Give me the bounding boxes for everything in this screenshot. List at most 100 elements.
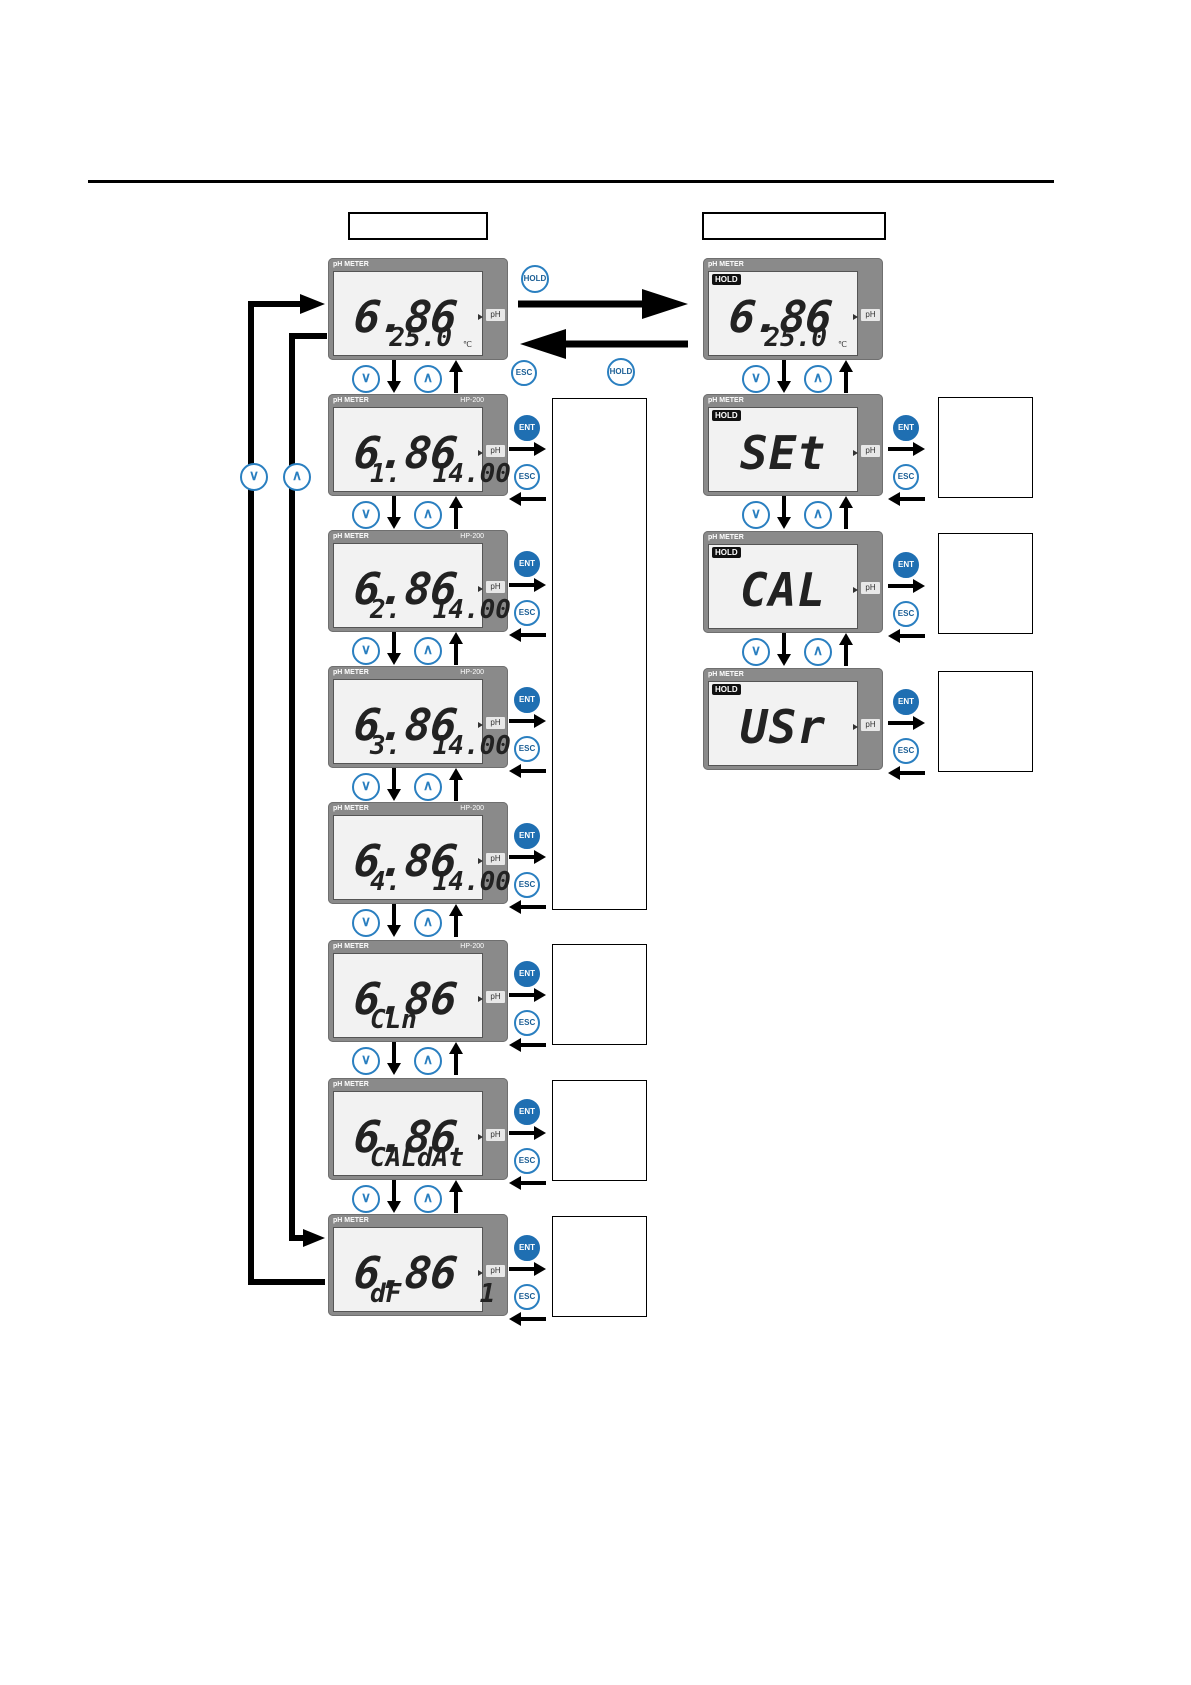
right-down-button-2[interactable]: ∨ xyxy=(742,638,770,666)
left-down-button-4[interactable]: ∨ xyxy=(352,909,380,937)
unit-pointer xyxy=(478,722,483,728)
panel-title: pH METER xyxy=(333,397,369,404)
left-esc-button-1[interactable]: ESC xyxy=(514,464,540,490)
left-down-arrow-0-head xyxy=(387,381,401,393)
left-esc-button-4[interactable]: ESC xyxy=(514,872,540,898)
left-down-arrow-2-head xyxy=(387,653,401,665)
loop-inner-line xyxy=(289,333,327,1241)
left-up-button-6[interactable]: ∧ xyxy=(414,1185,442,1213)
right-down-arrow-0-head xyxy=(777,381,791,393)
esc-exit-hold-button[interactable]: ESC xyxy=(511,360,537,386)
left-up-arrow-5-head xyxy=(449,1042,463,1054)
left-enter-arrow-4-head xyxy=(534,850,546,864)
left-down-button-1[interactable]: ∨ xyxy=(352,501,380,529)
left-up-button-1[interactable]: ∧ xyxy=(414,501,442,529)
right-return-arrow-3-head xyxy=(888,766,900,780)
right-up-button-0[interactable]: ∧ xyxy=(804,365,832,393)
unit-pointer xyxy=(853,587,858,593)
loop-down-button[interactable]: ∨ xyxy=(240,463,268,491)
unit-pointer xyxy=(478,996,483,1002)
lcd-sub-value: CLn xyxy=(370,1005,417,1035)
left-ent-button-3[interactable]: ENT xyxy=(514,687,540,713)
lcd-word: SEt xyxy=(739,426,827,480)
loop-up-button[interactable]: ∧ xyxy=(283,463,311,491)
right-up-arrow-1-head xyxy=(839,496,853,508)
left-down-button-6[interactable]: ∨ xyxy=(352,1185,380,1213)
right-up-arrow-2-head xyxy=(839,633,853,645)
right-down-button-1[interactable]: ∨ xyxy=(742,501,770,529)
hold-enter-button[interactable]: HOLD xyxy=(521,265,549,293)
right-ent-button-2[interactable]: ENT xyxy=(893,552,919,578)
left-up-button-5[interactable]: ∧ xyxy=(414,1047,442,1075)
left-up-button-0[interactable]: ∧ xyxy=(414,365,442,393)
left-return-arrow-2-head xyxy=(509,628,521,642)
right-ent-button-1[interactable]: ENT xyxy=(893,415,919,441)
left-esc-button-6[interactable]: ESC xyxy=(514,1148,540,1174)
left-ent-button-6[interactable]: ENT xyxy=(514,1099,540,1125)
left-esc-button-3[interactable]: ESC xyxy=(514,736,540,762)
right-enter-arrow-3-head xyxy=(913,716,925,730)
lcd-sub-value: 25.0 xyxy=(764,323,827,353)
right-ent-button-3[interactable]: ENT xyxy=(893,689,919,715)
hold-badge: HOLD xyxy=(712,684,741,695)
left-down-button-0[interactable]: ∨ xyxy=(352,365,380,393)
panel-title: pH METER xyxy=(708,534,744,541)
right-esc-button-3[interactable]: ESC xyxy=(893,738,919,764)
right-enter-arrow-2-head xyxy=(913,579,925,593)
left-down-button-3[interactable]: ∨ xyxy=(352,773,380,801)
hold-mode-label-box xyxy=(702,212,886,240)
left-down-button-5[interactable]: ∨ xyxy=(352,1047,380,1075)
left-ent-button-7[interactable]: ENT xyxy=(514,1235,540,1261)
left-esc-button-2[interactable]: ESC xyxy=(514,600,540,626)
left-ent-button-5[interactable]: ENT xyxy=(514,961,540,987)
panel-model: HP-200 xyxy=(460,533,484,540)
panel-title: pH METER xyxy=(333,261,369,268)
left-up-arrow-4-head xyxy=(449,904,463,916)
left-down-button-2[interactable]: ∨ xyxy=(352,637,380,665)
unit-label: pH xyxy=(861,719,880,731)
hold-badge: HOLD xyxy=(712,410,741,421)
lcd-sub-value: 3. 14.00 xyxy=(370,731,511,761)
left-return-arrow-3-head xyxy=(509,764,521,778)
hold-exit-button[interactable]: HOLD xyxy=(607,358,635,386)
left-down-arrow-3-head xyxy=(387,789,401,801)
left-down-arrow-6-head xyxy=(387,1201,401,1213)
left-return-arrow-5-head xyxy=(509,1038,521,1052)
left-up-button-2[interactable]: ∧ xyxy=(414,637,442,665)
temp-unit: ℃ xyxy=(838,340,847,349)
note-box-calibration xyxy=(552,398,647,910)
panel-title: pH METER xyxy=(708,397,744,404)
right-down-arrow-1-head xyxy=(777,517,791,529)
right-up-button-1[interactable]: ∧ xyxy=(804,501,832,529)
left-ent-button-2[interactable]: ENT xyxy=(514,551,540,577)
left-esc-button-5[interactable]: ESC xyxy=(514,1010,540,1036)
panel-title: pH METER xyxy=(333,805,369,812)
unit-pointer xyxy=(478,1134,483,1140)
right-down-button-0[interactable]: ∨ xyxy=(742,365,770,393)
left-ent-button-4[interactable]: ENT xyxy=(514,823,540,849)
left-up-button-4[interactable]: ∧ xyxy=(414,909,442,937)
left-esc-button-7[interactable]: ESC xyxy=(514,1284,540,1310)
right-up-button-2[interactable]: ∧ xyxy=(804,638,832,666)
left-ent-button-1[interactable]: ENT xyxy=(514,415,540,441)
left-enter-arrow-7-head xyxy=(534,1262,546,1276)
right-esc-button-2[interactable]: ESC xyxy=(893,601,919,627)
right-esc-button-1[interactable]: ESC xyxy=(893,464,919,490)
panel-model: HP-200 xyxy=(460,669,484,676)
left-up-button-3[interactable]: ∧ xyxy=(414,773,442,801)
right-return-arrow-2-head xyxy=(888,629,900,643)
